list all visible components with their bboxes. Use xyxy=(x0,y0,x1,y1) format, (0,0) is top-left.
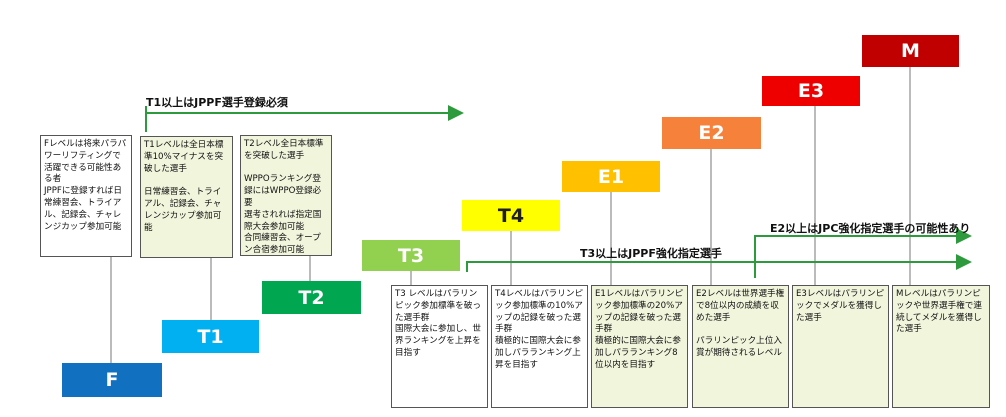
level-block-t1: T1 xyxy=(162,320,259,353)
level-description-t3: T3 レベルはパラリンピック参加標準を破った選手群 国際大会に参加し、世界ランキ… xyxy=(391,285,488,408)
level-description-e1: E1レベルはパラリンピック参加標準の20%アップの記録を破った選手群 積極的に国… xyxy=(591,285,688,408)
level-description-t2: T2レベル全日本標準を突破した選手 WPPOランキング登録にはWPPO登録必要 … xyxy=(240,135,332,256)
level-block-t3: T3 xyxy=(362,240,460,271)
level-block-f: F xyxy=(62,363,162,397)
level-description-e2: E2レベルは世界選手権で8位以内の成績を収めた選手 パラリンピック上位入賞が期待… xyxy=(692,285,789,408)
level-block-e3: E3 xyxy=(762,76,860,106)
level-block-m: M xyxy=(862,35,959,67)
level-description-e3: E3レベルはパラリンピックでメダルを獲得した選手 xyxy=(792,285,889,408)
level-block-e2: E2 xyxy=(662,117,761,149)
level-description-t4: T4レベルはパラリンピック参加標準の10%アップの記録を破った選手群 積極的に国… xyxy=(491,285,588,408)
level-block-t2: T2 xyxy=(262,281,361,314)
level-block-e1: E1 xyxy=(562,161,660,192)
note-jppf-registration: T1以上はJPPF選手登録必須 xyxy=(146,96,288,109)
level-description-m: Mレベルはパラリンピックや世界選手権で連続してメダルを獲得した選手 xyxy=(892,285,990,408)
level-description-t1: T1レベルは全日本標準10%マイナスを突破した選手 日常練習会、トライアル、記録… xyxy=(140,136,233,258)
note-jppf-designation: T3以上はJPPF強化指定選手 xyxy=(580,247,722,260)
level-block-t4: T4 xyxy=(462,200,560,231)
level-description-f: Fレベルは将来パラパワーリフティングで活躍できる可能性ある者 JPPFに登録すれ… xyxy=(40,135,132,257)
note-jpc-designation: E2以上はJPC強化指定選手の可能性あり xyxy=(770,222,971,235)
